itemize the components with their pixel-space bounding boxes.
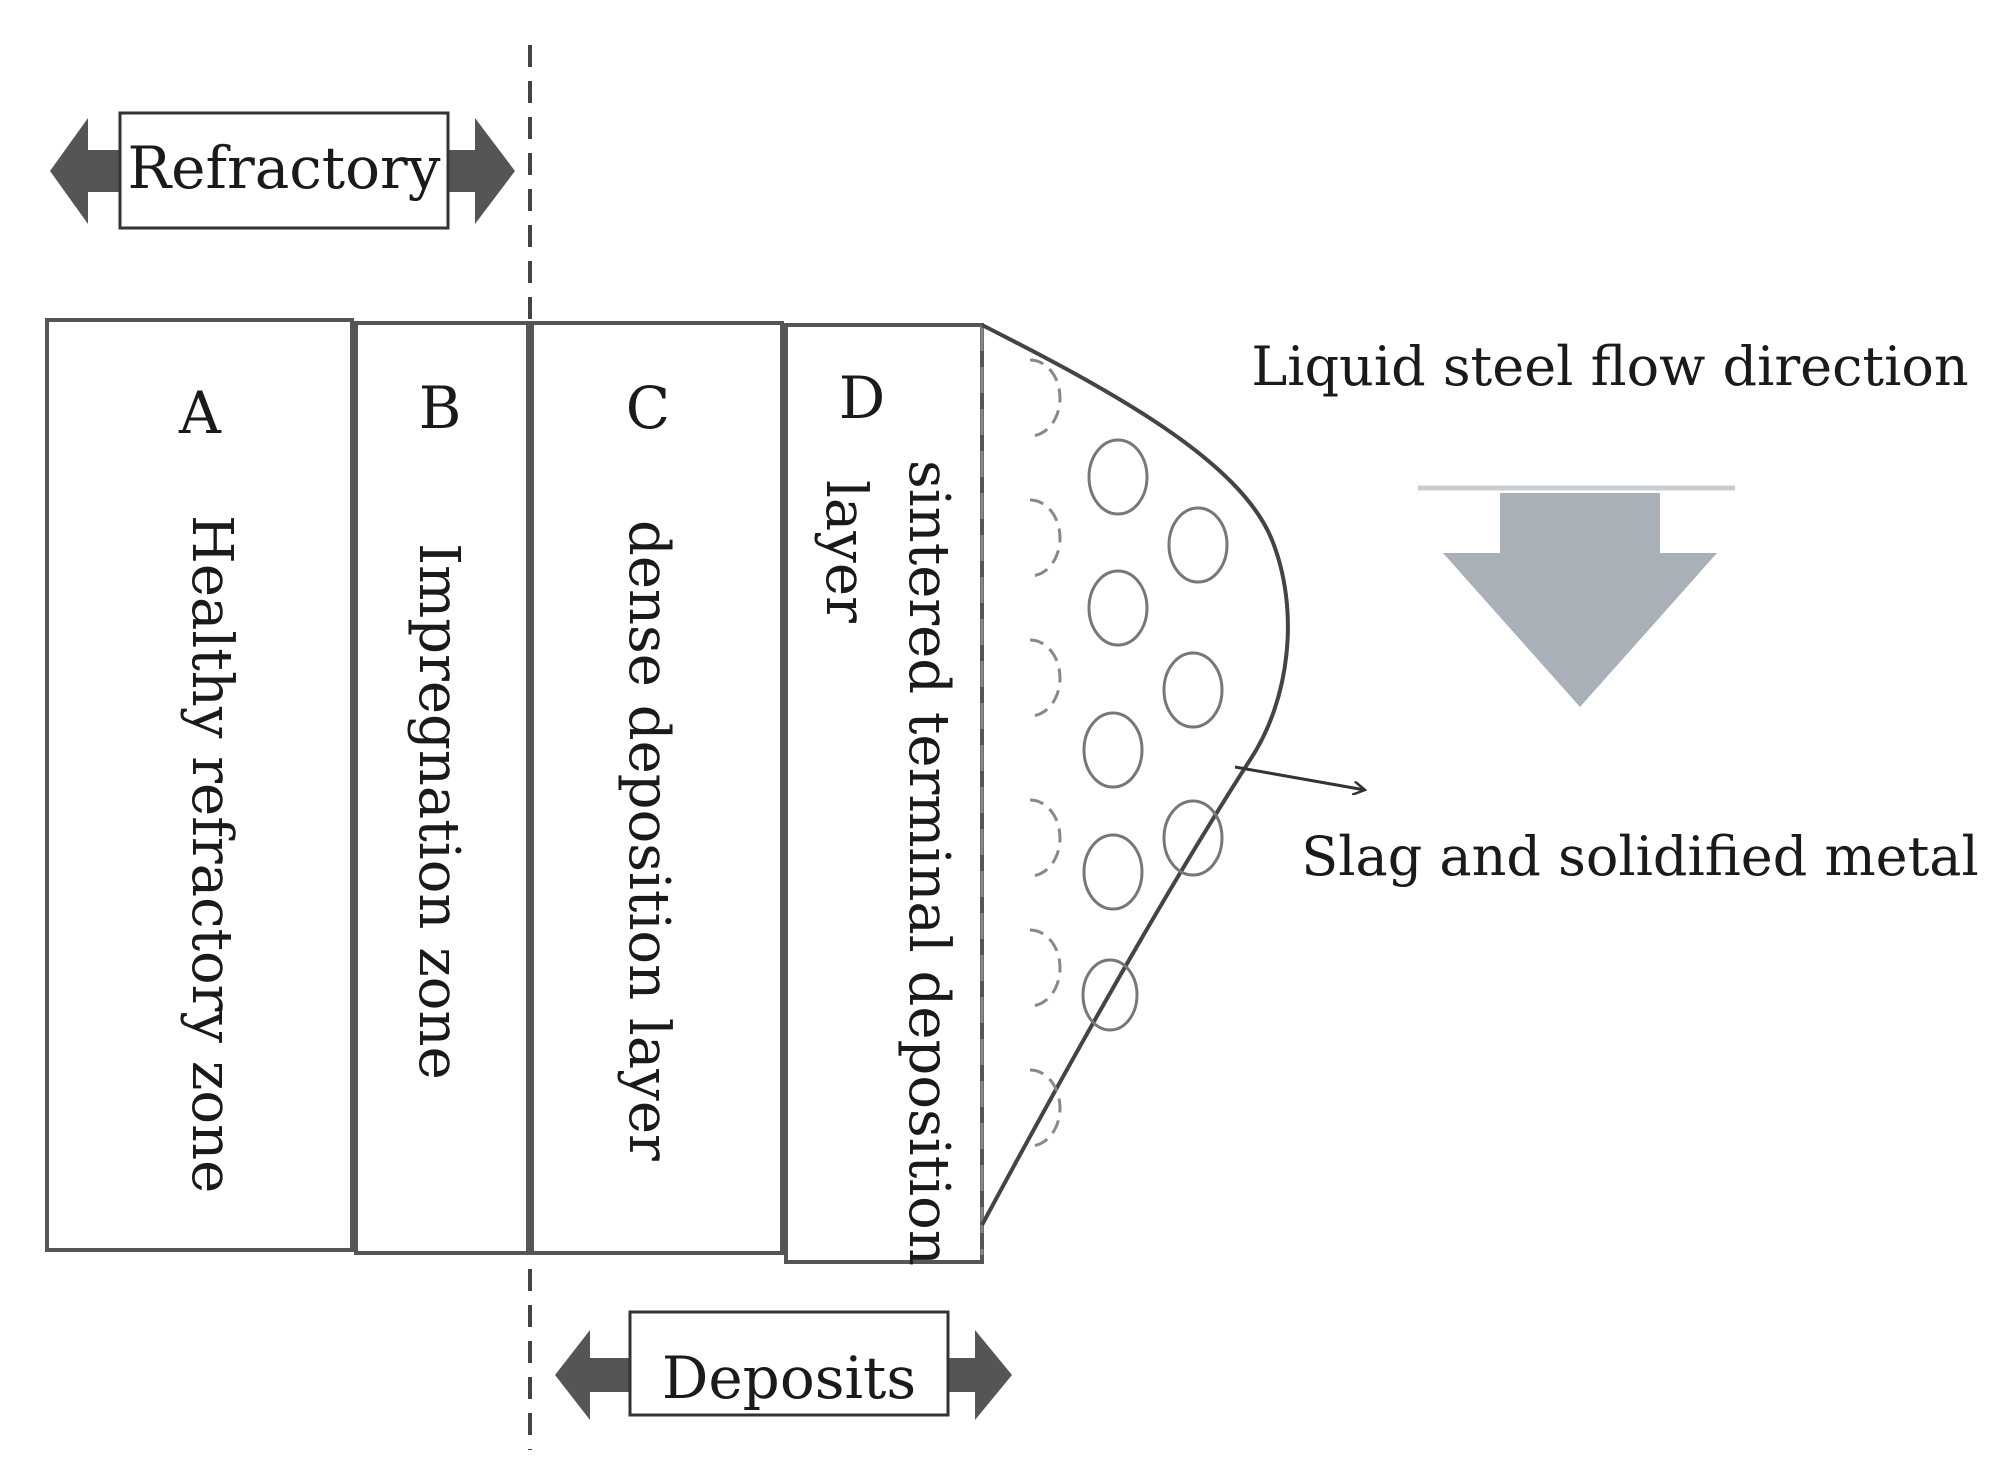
- refractory-label-box: [118, 111, 450, 230]
- zone-a-letter: A: [178, 379, 222, 447]
- refractory-indicator: Refractory: [50, 111, 515, 230]
- flow-direction-label: Liquid steel flow direction: [1251, 335, 1968, 398]
- deposits-label-box: [628, 1310, 950, 1417]
- zone-d-name: sintered terminal deposition: [896, 460, 961, 1266]
- zone-d-name-line2: layer: [813, 480, 878, 623]
- zone-c-box: [530, 321, 784, 1255]
- zone-b-box: [354, 321, 530, 1255]
- refractory-label: Refractory: [128, 134, 441, 202]
- zone-b-letter: B: [419, 374, 462, 442]
- zone-b-name: Impregnation zone: [406, 543, 471, 1080]
- slag-outline: [980, 323, 1290, 1226]
- zone-a-name: Healthy refractory zone: [179, 515, 244, 1193]
- pointer-arrow-icon: [1234, 765, 1365, 790]
- slag-region: [980, 323, 1290, 1255]
- zone-a-box: [45, 318, 354, 1252]
- zone-c-name: dense deposition layer: [616, 520, 681, 1161]
- slag-label: Slag and solidified metal: [1301, 825, 1979, 888]
- deposits-label: Deposits: [662, 1344, 916, 1412]
- zone-d-letter: D: [839, 364, 886, 432]
- deposits-indicator: Deposits: [555, 1310, 1012, 1420]
- down-arrow-icon: [1443, 493, 1717, 707]
- zone-c-letter: C: [626, 374, 670, 442]
